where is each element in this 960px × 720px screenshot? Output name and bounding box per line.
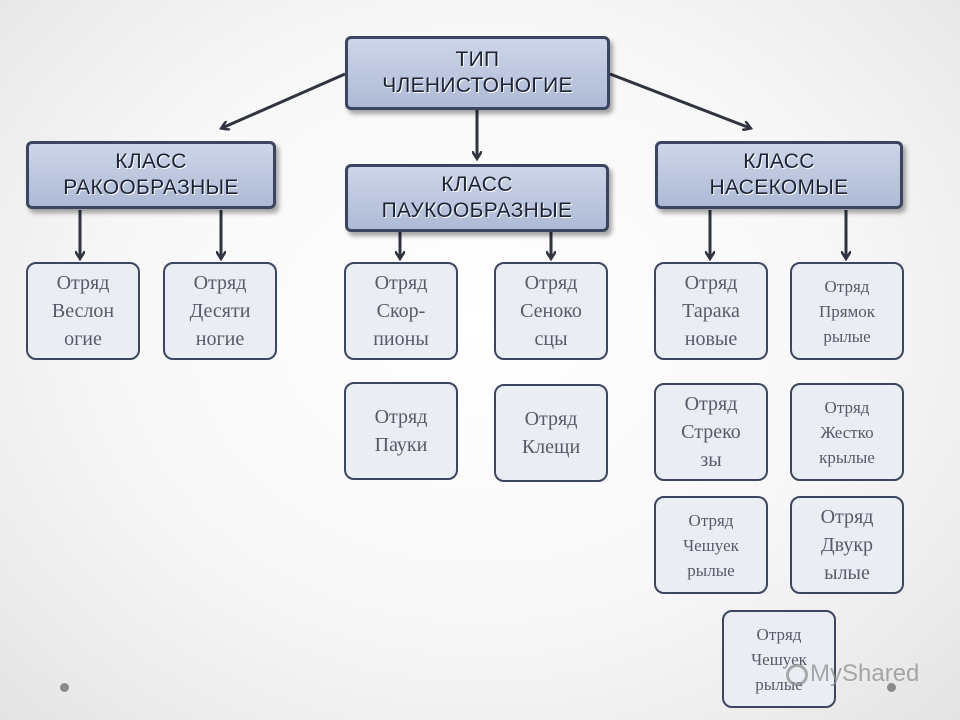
watermark-logo-icon bbox=[786, 664, 808, 686]
watermark-text: MyShared bbox=[810, 660, 920, 687]
slide-bullet-left bbox=[60, 683, 69, 692]
slide-bullet-right bbox=[887, 683, 896, 692]
order-mites-box: Отряд Клещи bbox=[494, 384, 608, 482]
class-insects-header: КЛАСС НАСЕКОМЫЕ bbox=[655, 141, 903, 209]
order-spiders-box: Отряд Пауки bbox=[344, 382, 458, 480]
class-label: КЛАСС bbox=[115, 150, 187, 173]
order-cockroaches-box: Отряд Тарака новые bbox=[654, 262, 768, 360]
phylum-arthropoda-header: ТИП ЧЛЕНИСТОНОГИЕ bbox=[345, 36, 610, 110]
class-label: КЛАСС bbox=[441, 173, 513, 196]
phylum-label: ТИП bbox=[455, 48, 500, 71]
class-name: ПАУКООБРАЗНЫЕ bbox=[381, 199, 573, 222]
order-beetles-box: Отряд Жестко крылые bbox=[790, 383, 904, 481]
order-lepidoptera-box: Отряд Чешуек рылые bbox=[654, 496, 768, 594]
order-remipedia-box: Отряд Веслон огие bbox=[26, 262, 140, 360]
order-scorpions-box: Отряд Скор- пионы bbox=[344, 262, 458, 360]
order-decapoda-box: Отряд Десяти ногие bbox=[163, 262, 277, 360]
order-harvestmen-box: Отряд Сеноко сцы bbox=[494, 262, 608, 360]
order-diptera-box: Отряд Двукр ылые bbox=[790, 496, 904, 594]
class-label: КЛАСС bbox=[743, 150, 815, 173]
order-dragonflies-box: Отряд Стреко зы bbox=[654, 383, 768, 481]
arrow-root-to-insects bbox=[609, 72, 750, 128]
arrow-root-to-crustaceans bbox=[222, 72, 346, 128]
phylum-name: ЧЛЕНИСТОНОГИЕ bbox=[382, 74, 573, 97]
order-orthoptera-box: Отряд Прямок рылые bbox=[790, 262, 904, 360]
class-crustaceans-header: КЛАСС РАКООБРАЗНЫЕ bbox=[26, 141, 276, 209]
class-arachnids-header: КЛАСС ПАУКООБРАЗНЫЕ bbox=[345, 164, 609, 232]
class-name: РАКООБРАЗНЫЕ bbox=[63, 176, 239, 199]
class-name: НАСЕКОМЫЕ bbox=[709, 176, 849, 199]
order-lepidoptera-duplicate-box: Отряд Чешуек рылые bbox=[722, 610, 836, 708]
